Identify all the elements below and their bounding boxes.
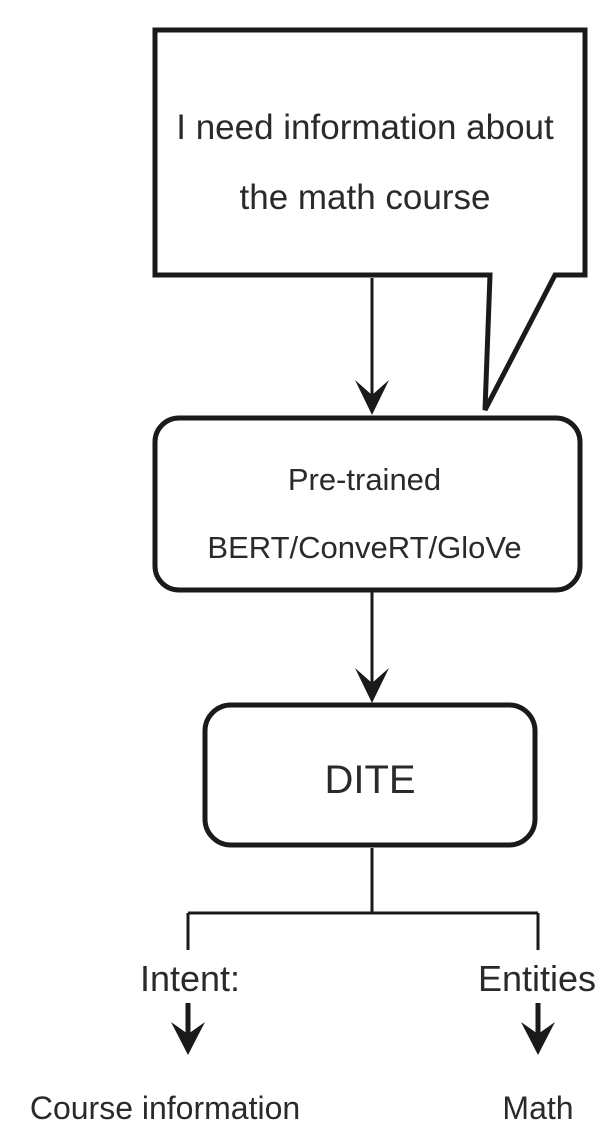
arrow-model-to-dite-head: [355, 668, 389, 703]
entities-value: Math: [502, 1090, 574, 1126]
dite-label: DITE: [324, 758, 416, 802]
model-box-shape: [152, 415, 583, 593]
bubble-text-line-2: the math course: [239, 178, 491, 217]
entities-label: Entities: [477, 958, 597, 999]
entities-arrow-head: [521, 1022, 555, 1055]
intent-label: Intent:: [139, 958, 241, 999]
dite-box-shape: [202, 702, 538, 848]
intent-value: Course information: [29, 1090, 301, 1126]
intent-arrow-head: [171, 1022, 205, 1055]
model-text-line-1: Pre-trained: [287, 462, 442, 497]
arrow-bubble-to-model-head: [355, 380, 389, 415]
model-text-line-2: BERT/ConveRT/GloVe: [207, 530, 522, 565]
bubble-text-line-1: I need information about: [176, 108, 554, 147]
speech-bubble-shape: [152, 27, 588, 412]
